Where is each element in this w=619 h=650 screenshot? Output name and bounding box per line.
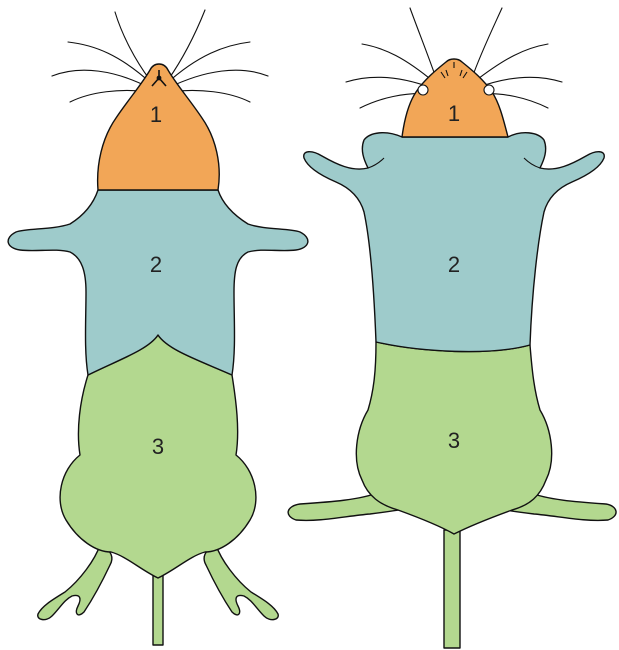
ventral-left-eye — [418, 85, 428, 95]
dorsal-region-3-label: 3 — [152, 434, 164, 459]
dorsal-right-hind-leg — [204, 545, 278, 620]
ventral-region-2-label: 2 — [448, 252, 460, 277]
ventral-right-eye — [484, 85, 494, 95]
ventral-thorax — [304, 133, 605, 352]
dorsal-tail — [153, 575, 163, 645]
dorsal-left-hind-leg — [38, 545, 112, 620]
ventral-view-mouse: 1 2 3 — [288, 8, 616, 648]
ventral-region-1-label: 1 — [448, 101, 460, 126]
ventral-tail — [444, 530, 460, 648]
dorsal-region-1-label: 1 — [150, 102, 162, 127]
dorsal-region-2-label: 2 — [150, 252, 162, 277]
dorsal-view-mouse: 1 2 3 — [8, 10, 308, 645]
dorsal-head — [98, 64, 220, 190]
ventral-region-3-label: 3 — [448, 428, 460, 453]
